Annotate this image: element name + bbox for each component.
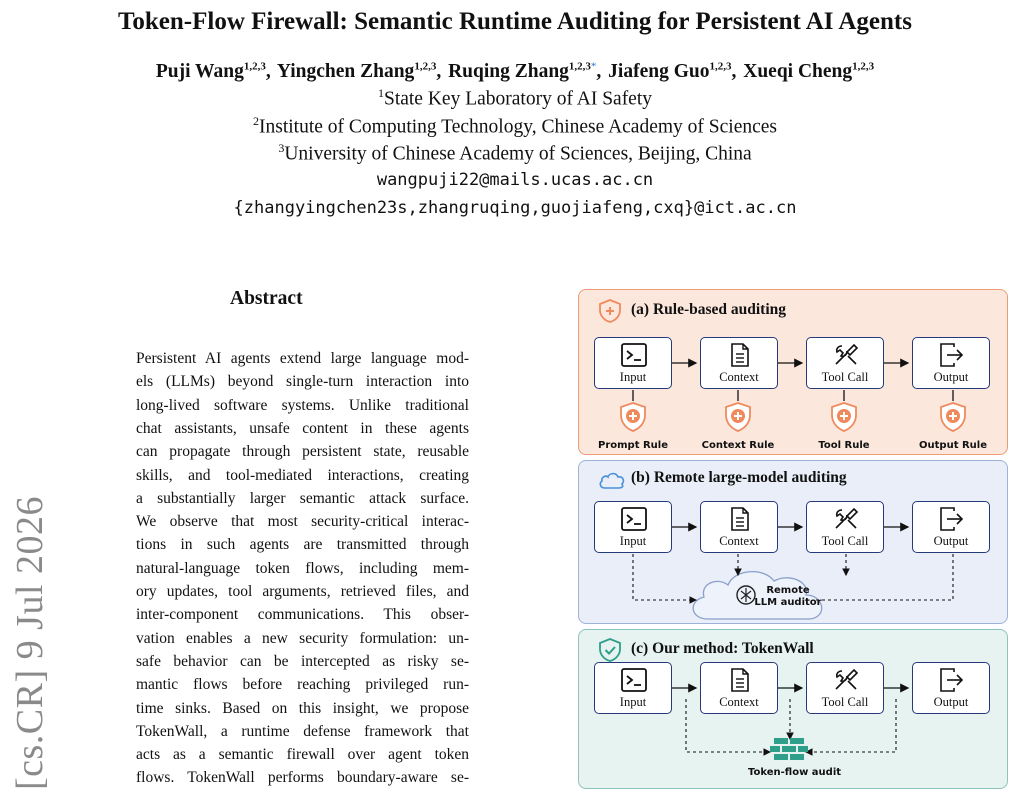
stage-box: Output: [912, 501, 990, 553]
stage-box: Tool Call: [806, 501, 884, 553]
method-comparison-figure: (a) Rule-based auditing (b) Remote large…: [578, 289, 1008, 789]
abstract-heading: Abstract: [230, 288, 303, 309]
stage-label: Input: [619, 534, 647, 548]
stage-label: Output: [933, 370, 969, 384]
panel-title: (a) Rule-based auditing: [631, 301, 787, 318]
abstract-line: We observe that most security-critical i…: [136, 513, 469, 531]
stage-box: Context: [700, 501, 778, 553]
author: Ruqing Zhang1,2,3*: [448, 60, 597, 82]
stage-box: Input: [594, 337, 672, 389]
stage-box: Tool Call: [806, 662, 884, 714]
author: Yingchen Zhang1,2,3: [276, 60, 437, 82]
panel-title: (b) Remote large-model auditing: [631, 469, 847, 486]
abstract-line: safe behavior can be intercepted as risk…: [136, 652, 469, 670]
author: Xueqi Cheng1,2,3: [743, 60, 875, 82]
document-icon: [731, 343, 749, 367]
stage-box: Context: [700, 337, 778, 389]
panel-title: (c) Our method: TokenWall: [631, 640, 814, 657]
affiliation: 3University of Chinese Academy of Scienc…: [278, 141, 752, 165]
author: Puji Wang1,2,3: [155, 60, 266, 82]
shield-plus-icon: [940, 402, 966, 432]
abstract-line: acts as a semantic firewall over agent t…: [136, 746, 469, 764]
shield-check-icon: [599, 638, 621, 662]
abstract-line: els (LLMs) beyond single-turn interactio…: [136, 373, 469, 391]
stage-label: Input: [619, 695, 647, 709]
author: Jiafeng Guo1,2,3: [608, 60, 732, 82]
rule-label: Context Rule: [701, 440, 775, 451]
rule-label: Tool Rule: [818, 440, 870, 451]
rule-label: Prompt Rule: [598, 440, 668, 451]
stage-box: Tool Call: [806, 337, 884, 389]
stage-label: Context: [719, 695, 759, 709]
stage-label: Tool Call: [821, 534, 869, 548]
abstract-line: Persistent AI agents extend large langua…: [136, 350, 469, 367]
stage-box: Input: [594, 501, 672, 553]
abstract-line: tions in such agents are transmitted thr…: [136, 536, 469, 554]
tools-icon: [835, 507, 859, 529]
tools-icon: [835, 668, 859, 690]
abstract-line: vation enables a new security formulatio…: [136, 629, 469, 647]
stage-box: Context: [700, 662, 778, 714]
exit-icon: [940, 343, 964, 367]
terminal-icon: [621, 668, 647, 692]
stage-label: Output: [933, 695, 969, 709]
document-icon: [731, 668, 749, 692]
abstract-line: flows. TokenWall performs boundary-aware…: [136, 769, 469, 787]
shield-plus-icon: [831, 402, 857, 432]
email: {zhangyingchen23s,zhangruqing,guojiafeng…: [233, 198, 797, 218]
abstract-line: chat assistants, unsafe content in these…: [136, 419, 469, 437]
abstract-line: TokenWall, a runtime defense framework t…: [136, 722, 469, 740]
abstract-line: can propagate through persistent state, …: [136, 443, 469, 461]
stage-box: Output: [912, 337, 990, 389]
exit-icon: [940, 507, 964, 531]
abstract-line: skills, and tool-mediated interactions, …: [136, 466, 469, 484]
affiliation: 2Institute of Computing Technology, Chin…: [253, 114, 777, 138]
auditor-label: Remote LLM auditor: [754, 585, 822, 608]
stage-label: Tool Call: [821, 370, 869, 384]
tools-icon: [835, 343, 859, 365]
affiliation: 1State Key Laboratory of AI Safety: [377, 86, 653, 110]
shield-plus-icon: [620, 402, 646, 432]
terminal-icon: [621, 507, 647, 531]
abstract-line: long-lived software systems. Unlike trad…: [136, 396, 469, 414]
stage-label: Output: [933, 534, 969, 548]
paper-title: Token-Flow Firewall: Semantic Runtime Au…: [118, 8, 912, 35]
abstract-line: ory updates, tool arguments, retrieved f…: [136, 583, 469, 600]
shield-plus-icon: [599, 299, 621, 323]
abstract-line: natural-language token flows, including …: [136, 559, 469, 577]
stage-label: Input: [619, 370, 647, 384]
rule-label: Output Rule: [919, 440, 987, 451]
terminal-icon: [621, 343, 647, 367]
abstract-line: mantic flows before reaching privileged …: [136, 676, 469, 694]
email: wangpuji22@mails.ucas.ac.cn: [376, 170, 654, 190]
author-list: Puji Wang1,2,3, Yingchen Zhang1,2,3, Ruq…: [155, 60, 875, 82]
document-icon: [731, 507, 749, 531]
stage-label: Context: [719, 370, 759, 384]
stage-box: Input: [594, 662, 672, 714]
cloud-icon: [599, 472, 625, 489]
stage-box: Output: [912, 662, 990, 714]
abstract-line: time sinks. Based on this insight, we pr…: [136, 699, 469, 717]
exit-icon: [940, 668, 964, 692]
audit-label: Token-flow audit: [748, 767, 842, 778]
arxiv-stamp: [cs.CR] 9 Jul 2026: [9, 496, 51, 790]
abstract-line: a substantially larger semantic attack s…: [136, 489, 469, 507]
stage-label: Context: [719, 534, 759, 548]
shield-plus-icon: [725, 402, 751, 432]
abstract-line: inter-component communications. This obs…: [136, 606, 469, 624]
stage-label: Tool Call: [821, 695, 869, 709]
